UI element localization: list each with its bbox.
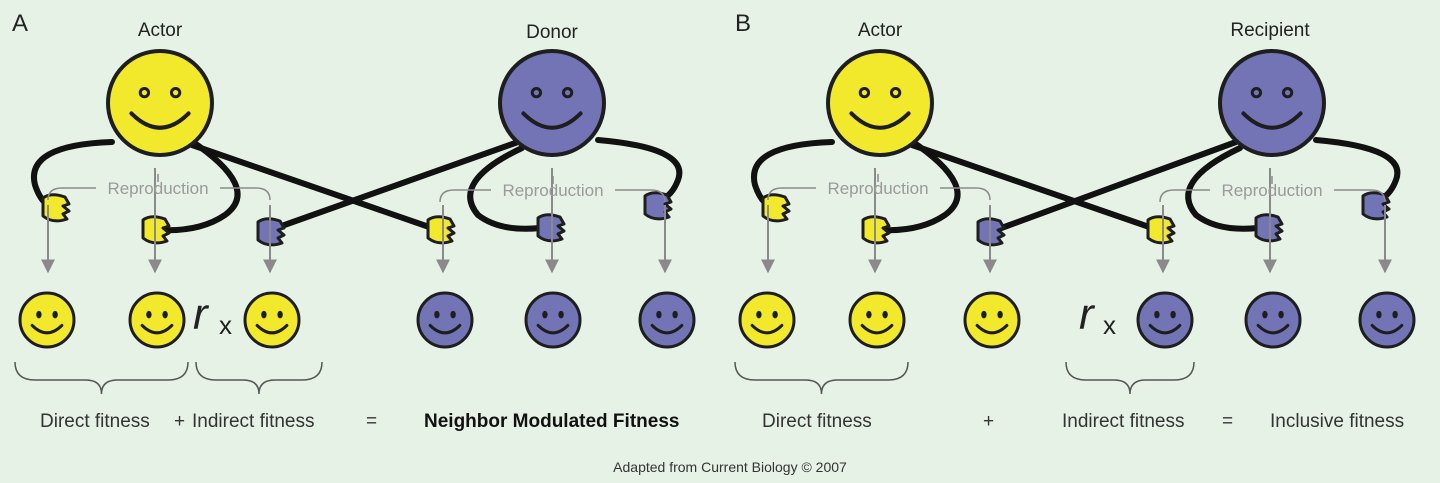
panel-a-direct-brace <box>14 361 189 395</box>
panel-a-indirect-fitness: Indirect fitness <box>192 411 315 432</box>
panel-a-actor-face <box>106 49 214 157</box>
panel-b-reproduction-left-label: Reproduction <box>827 179 929 198</box>
panel-b-times-symbol: x <box>1103 310 1116 340</box>
panel-b-actor-label: Actor <box>857 20 903 41</box>
panel-b-direct-fitness: Direct fitness <box>762 411 872 432</box>
panel-a-neighbor-modulated-fitness: Neighbor Modulated Fitness <box>424 411 680 432</box>
panel-a-offspring-4 <box>416 291 474 349</box>
panel-a-reproduction-left-bracket <box>47 187 271 201</box>
panel-a-letter: A <box>12 10 29 37</box>
panel-a-plus: + <box>174 411 186 432</box>
panel-a-indirect-brace <box>195 361 323 395</box>
panel-b-recipient-arm-own-left <box>1185 145 1261 232</box>
panel-b-letter: B <box>735 10 752 37</box>
panel-b-recipient-arm-to-actor <box>993 139 1239 233</box>
panel-a-offspring-3 <box>243 291 301 349</box>
panel-a-reproduction-right-bracket <box>439 189 666 203</box>
panel-a-offspring-6 <box>638 291 696 349</box>
panel-a-times-symbol: x <box>219 310 232 340</box>
panel-a-actor-hand-1 <box>41 193 71 223</box>
panel-b-direct-brace <box>734 361 909 395</box>
panel-a-actor-hand-3 <box>426 215 456 245</box>
panel-b-recipient-hand-3 <box>1361 191 1391 221</box>
panel-b-actor-arm-own-right <box>877 137 961 234</box>
panel-a-direct-fitness: Direct fitness <box>40 411 150 432</box>
panel-a-actor-arm-own-right <box>157 137 241 234</box>
panel-a-actor-label: Actor <box>137 20 183 41</box>
panel-a-offspring-5 <box>524 291 582 349</box>
panel-b-inclusive-fitness: Inclusive fitness <box>1270 411 1405 432</box>
panel-a-reproduction-left-label: Reproduction <box>107 179 209 198</box>
panel-a-reproduction-right-label: Reproduction <box>502 181 604 200</box>
panel-b-actor-hand-1 <box>761 193 791 223</box>
panel-b-indirect-brace <box>1065 361 1195 395</box>
panel-b-offspring-3 <box>963 291 1021 349</box>
panel-b-actor-face <box>826 49 934 157</box>
panel-a-donor-label: Donor <box>526 22 578 43</box>
panel-a-relatedness-symbol: r <box>193 290 208 339</box>
panel-b-offspring-6 <box>1358 291 1416 349</box>
panel-b-relatedness-symbol: r <box>1079 290 1094 339</box>
panel-a-equals: = <box>366 411 378 432</box>
panel-a-donor-face <box>498 49 606 157</box>
panel-b-actor-arm-to-recipient <box>909 142 1155 231</box>
panel-b-actor-hand-3 <box>1146 215 1176 245</box>
panel-b-reproduction-left-bracket <box>767 187 991 201</box>
panel-b-plus: + <box>983 411 995 432</box>
panel-b-recipient-label: Recipient <box>1230 20 1310 41</box>
panel-a-donor-arm-own-left <box>467 145 543 232</box>
panel-a-actor-arm-to-donor <box>189 142 435 231</box>
panel-b-equals: = <box>1222 411 1234 432</box>
panel-a-offspring-1 <box>18 291 76 349</box>
panel-b-offspring-2 <box>848 291 906 349</box>
panel-b-offspring-4 <box>1136 291 1194 349</box>
panel-a-offspring-2 <box>128 291 186 349</box>
panel-b-reproduction-right-label: Reproduction <box>1221 181 1323 200</box>
panel-b-recipient-face <box>1218 49 1326 157</box>
panel-b-offspring-5 <box>1244 291 1302 349</box>
panel-a-donor-arm-to-actor <box>273 139 521 231</box>
credit-line: Adapted from Current Biology © 2007 <box>613 459 847 475</box>
panel-a-donor-arm-own-right <box>595 137 683 203</box>
panel-b-offspring-1 <box>738 291 796 349</box>
panel-a-donor-hand-3 <box>643 191 673 221</box>
panel-b-recipient-arm-own-right <box>1313 137 1401 203</box>
panel-b-indirect-fitness: Indirect fitness <box>1062 411 1185 432</box>
panel-b-reproduction-right-bracket <box>1159 189 1386 203</box>
